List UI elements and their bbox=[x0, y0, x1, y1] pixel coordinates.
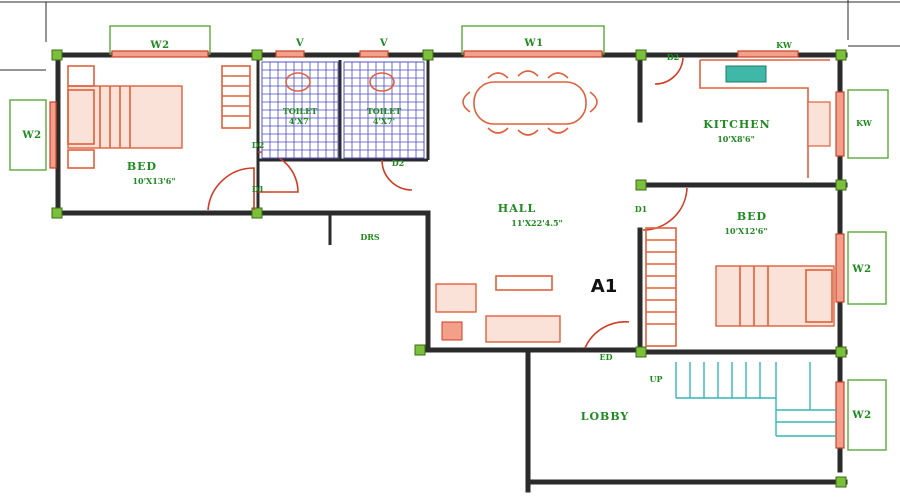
window-w2-top-label: W2 bbox=[149, 40, 169, 51]
window-w2-right-lower-label: W2 bbox=[851, 410, 871, 421]
kitchen-size: 10'X8'6" bbox=[717, 134, 755, 144]
window-labels: W2 W2 V V W1 KW KW W2 W2 bbox=[21, 38, 872, 421]
kitchen-name: KITCHEN bbox=[703, 118, 770, 131]
windows bbox=[9, 25, 889, 451]
toilet1-name: TOILET bbox=[283, 106, 317, 116]
hall-name: HALL bbox=[498, 202, 536, 215]
staircase bbox=[675, 362, 836, 437]
window-v1-label: V bbox=[295, 38, 304, 49]
window-v2-label: V bbox=[379, 38, 388, 49]
room-labels: BED 10'X13'6" TOILET 4'X7' TOILET 4'X7' … bbox=[127, 106, 770, 423]
bed2-size: 10'X12'6" bbox=[724, 226, 767, 236]
kitchen-counter bbox=[699, 59, 831, 178]
dress-name: DRS bbox=[360, 232, 380, 242]
window-kw-right-label: KW bbox=[856, 118, 873, 128]
hall-size: 11'X22'4.5" bbox=[511, 218, 562, 228]
dining-table bbox=[462, 70, 598, 136]
window-w2-right-upper-label: W2 bbox=[851, 264, 871, 275]
toilets bbox=[261, 61, 425, 159]
window-w2-left-label: W2 bbox=[21, 130, 41, 141]
window-kw-top-label: KW bbox=[776, 40, 793, 50]
window-w1-label: W1 bbox=[523, 38, 543, 49]
toilet2-name: TOILET bbox=[367, 106, 401, 116]
toilet1-size: 4'X7' bbox=[289, 116, 311, 126]
stair-up-label: UP bbox=[650, 374, 663, 384]
door-d2-bed-label: D2 bbox=[252, 140, 265, 150]
toilet2-size: 4'X7' bbox=[373, 116, 395, 126]
columns bbox=[51, 49, 847, 488]
door-d2-toilet-label: D2 bbox=[392, 158, 405, 168]
bed1-name: BED bbox=[127, 160, 157, 173]
bed2-furniture bbox=[645, 227, 835, 347]
bed2-name: BED bbox=[737, 210, 767, 223]
door-d1-bed2-label: D1 bbox=[635, 204, 648, 214]
door-d2-kitchen-label: D2 bbox=[667, 52, 680, 62]
bed1-furniture bbox=[67, 65, 251, 169]
living-furniture bbox=[435, 275, 561, 343]
dimension-marks bbox=[0, 0, 900, 71]
bed1-size: 10'X13'6" bbox=[132, 176, 175, 186]
door-d1-label: D1 bbox=[252, 184, 265, 194]
door-labels: D2 D1 D2 D2 D1 ED UP bbox=[252, 52, 680, 384]
lobby-name: LOBBY bbox=[581, 410, 630, 423]
unit-name: A1 bbox=[591, 276, 617, 297]
door-ed-label: ED bbox=[599, 352, 612, 362]
